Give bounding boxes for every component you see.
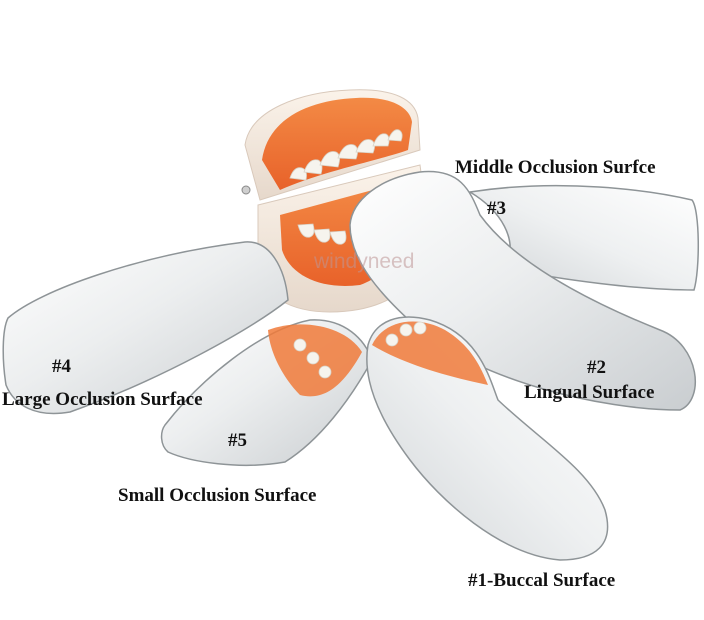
label-mirror-2-name: Lingual Surface xyxy=(524,382,655,403)
mirror-4 xyxy=(2,241,289,415)
mirror-1-reflection xyxy=(372,321,488,385)
label-mirror-3-name: Middle Occlusion Surfce xyxy=(455,157,656,178)
label-mirror-4-name: Large Occlusion Surface xyxy=(2,389,203,410)
label-mirror-3-number: #3 xyxy=(487,198,506,219)
upper-gum xyxy=(262,97,412,190)
label-mirror-2-number: #2 xyxy=(587,357,606,378)
label-mirror-5-name: Small Occlusion Surface xyxy=(118,485,317,506)
label-mirror-5-number: #5 xyxy=(228,430,247,451)
label-mirror-4-number: #4 xyxy=(52,356,71,377)
mirror-1 xyxy=(366,316,609,561)
watermark: windyneed xyxy=(314,250,415,273)
label-mirror-1: #1-Buccal Surface xyxy=(468,570,616,591)
hinge-knob xyxy=(241,185,251,195)
upper-teeth xyxy=(289,129,403,181)
